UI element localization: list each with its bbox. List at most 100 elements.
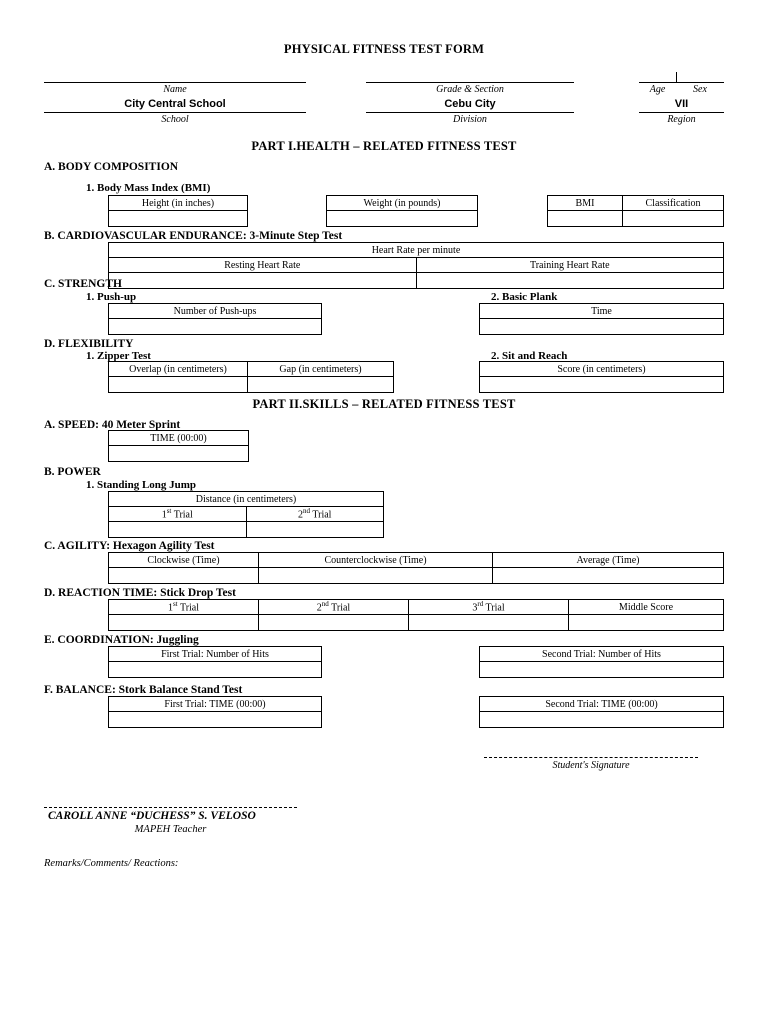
grade-section-rule [366,82,574,83]
reaction-trial3-header: 3rd Trial [408,599,569,615]
bmi-value-cell[interactable] [547,210,623,227]
stork-balance-second-trial-value-cell[interactable] [479,711,724,728]
teacher-role: MAPEH Teacher [134,824,207,835]
reaction-trial3-value-cell[interactable] [408,614,569,631]
clockwise-value-cell[interactable] [108,567,259,584]
reaction-trial2-ordinal-suffix: nd [321,600,329,609]
age-rule [639,82,676,83]
training-heart-rate-header: Training Heart Rate [415,257,724,273]
juggling-first-trial-header: First Trial: Number of Hits [108,646,322,662]
student-signature-rule[interactable] [484,757,698,758]
classification-value-cell[interactable] [622,210,724,227]
bmi-classification-table: BMI Classification [547,195,724,227]
height-value-cell[interactable] [108,210,248,227]
student-signature-caption: Student's Signature [552,760,630,771]
standing-long-jump-table: Distance (in centimeters) 1st Trial 2nd … [108,491,384,538]
name-rule [44,82,306,83]
counterclockwise-header: Counterclockwise (Time) [258,552,493,568]
teacher-name: CAROLL ANNE “DUCHESS” S. VELOSO [48,810,256,822]
division-value[interactable]: Cebu City [444,98,496,110]
height-table: Height (in inches) [108,195,248,227]
gap-value-cell[interactable] [247,376,394,393]
division-rule [366,112,574,113]
resting-heart-rate-value-cell[interactable] [108,272,417,289]
basic-plank-item-label: 2. Basic Plank [491,291,558,303]
section-coordination-heading: E. COORDINATION: Juggling [44,634,199,646]
gap-header: Gap (in centimeters) [247,361,394,377]
age-value[interactable] [639,68,676,81]
zipper-test-item-label: 1. Zipper Test [86,350,151,362]
clockwise-header: Clockwise (Time) [108,552,259,568]
counterclockwise-value-cell[interactable] [258,567,493,584]
section-balance-heading: F. BALANCE: Stork Balance Stand Test [44,684,243,696]
region-caption: Region [667,114,696,125]
juggling-first-trial-value-cell[interactable] [108,661,322,678]
long-jump-trial2-value-cell[interactable] [245,521,384,538]
grade-section-value[interactable] [366,68,574,81]
distance-header: Distance (in centimeters) [108,491,384,507]
long-jump-trial2-header: 2nd Trial [245,506,384,522]
sit-and-reach-header: Score (in centimeters) [479,361,724,377]
sprint-time-header: TIME (00:00) [108,430,249,446]
remarks-value[interactable] [44,874,724,934]
pushups-header: Number of Push-ups [108,303,322,319]
juggling-second-trial-table: Second Trial: Number of Hits [479,646,724,678]
plank-table: Time [479,303,724,335]
reaction-trial2-value-cell[interactable] [258,614,409,631]
section-c-strength-heading: C. STRENGTH [44,278,122,290]
reaction-trial1-value-cell[interactable] [108,614,259,631]
stork-balance-first-trial-header: First Trial: TIME (00:00) [108,696,322,712]
page-title: PHYSICAL FITNESS TEST FORM [283,42,485,56]
sprint-time-value-cell[interactable] [108,445,249,462]
weight-value-cell[interactable] [326,210,478,227]
juggling-second-trial-value-cell[interactable] [479,661,724,678]
plank-value-cell[interactable] [479,318,724,335]
trial1-ordinal-suffix: st [166,507,172,516]
juggling-first-trial-table: First Trial: Number of Hits [108,646,322,678]
part2-heading: PART II.SKILLS – RELATED FITNESS TEST [252,397,516,411]
height-header: Height (in inches) [108,195,248,211]
stork-balance-second-trial-header: Second Trial: TIME (00:00) [479,696,724,712]
standing-long-jump-item-label: 1. Standing Long Jump [86,479,197,491]
sex-value[interactable] [676,68,724,81]
classification-header: Classification [622,195,724,211]
weight-header: Weight (in pounds) [326,195,478,211]
long-jump-trial1-header: 1st Trial [108,506,247,522]
stork-balance-first-trial-value-cell[interactable] [108,711,322,728]
section-a-body-composition-heading: A. BODY COMPOSITION [44,161,179,173]
region-value[interactable]: VII [674,98,689,110]
reaction-trial1-ordinal-suffix: st [172,600,178,609]
average-value-cell[interactable] [492,567,724,584]
middle-score-value-cell[interactable] [568,614,724,631]
long-jump-trial1-value-cell[interactable] [108,521,247,538]
remarks-label: Remarks/Comments/ Reactions: [44,858,179,869]
heart-rate-table: Heart Rate per minute Resting Heart Rate… [108,242,724,289]
zipper-test-table: Overlap (in centimeters) Gap (in centime… [108,361,394,393]
heart-rate-table-header: Heart Rate per minute [108,242,724,258]
pushup-item-label: 1. Push-up [86,291,137,303]
sit-and-reach-item-label: 2. Sit and Reach [491,350,568,362]
resting-heart-rate-header: Resting Heart Rate [108,257,417,273]
stork-balance-first-trial-table: First Trial: TIME (00:00) [108,696,322,728]
section-power-heading: B. POWER [44,466,101,478]
school-value[interactable]: City Central School [124,98,226,110]
reaction-time-table: 1st Trial 2nd Trial 3rd Trial Middle Sco… [108,599,724,631]
section-d-flexibility-heading: D. FLEXIBILITY [44,338,134,350]
student-signature-value[interactable] [484,743,698,756]
agility-table: Clockwise (Time) Counterclockwise (Time)… [108,552,724,584]
reaction-trial1-header: 1st Trial [108,599,259,615]
trial2-ordinal-suffix: nd [303,507,311,516]
name-value[interactable] [44,68,306,81]
overlap-value-cell[interactable] [108,376,248,393]
training-heart-rate-value-cell[interactable] [415,272,724,289]
section-b-cardiovascular-heading: B. CARDIOVASCULAR ENDURANCE: 3-Minute St… [44,230,343,242]
reaction-trial3-ordinal-suffix: rd [477,600,484,609]
juggling-second-trial-header: Second Trial: Number of Hits [479,646,724,662]
teacher-signature-rule[interactable] [44,807,297,808]
sit-and-reach-value-cell[interactable] [479,376,724,393]
pushups-value-cell[interactable] [108,318,322,335]
section-speed-heading: A. SPEED: 40 Meter Sprint [44,419,181,431]
school-caption: School [161,114,189,125]
name-caption: Name [163,84,187,95]
